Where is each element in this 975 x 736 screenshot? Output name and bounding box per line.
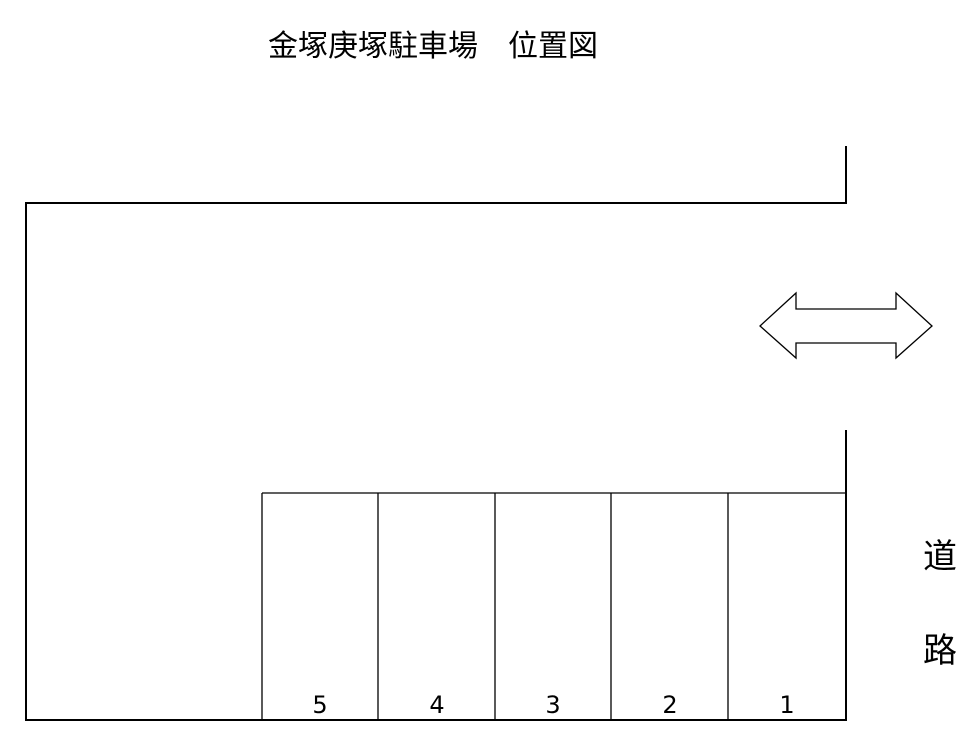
stall-number: 3 <box>545 691 560 719</box>
map-title: 金塚庚塚駐車場 位置図 <box>268 29 598 64</box>
lot-boundary <box>25 146 847 721</box>
stall-number: 4 <box>429 691 444 719</box>
stall-number: 2 <box>662 691 677 719</box>
stall-number: 5 <box>312 691 327 719</box>
stall-number: 1 <box>779 691 794 719</box>
road-label-char: 路 <box>923 631 957 671</box>
road-label-char: 道 <box>923 537 957 577</box>
parking-stalls: 5 4 3 2 1 <box>261 492 846 720</box>
double-arrow-icon <box>759 291 933 360</box>
